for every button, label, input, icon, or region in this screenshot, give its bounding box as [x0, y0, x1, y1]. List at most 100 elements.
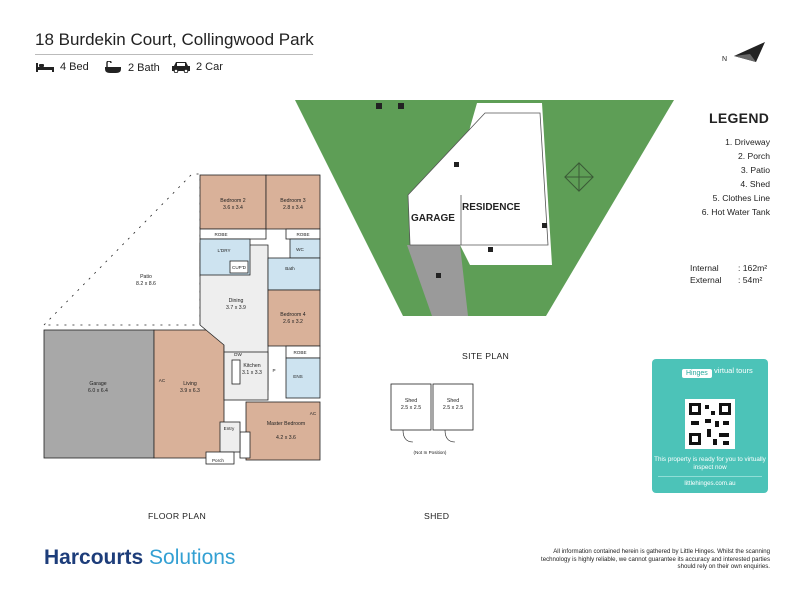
hinges-logo: Hinges: [682, 369, 712, 378]
virtual-tour-card[interactable]: Hinges virtual tours This property is re…: [652, 359, 768, 493]
site-residence-label: RESIDENCE: [462, 202, 521, 213]
legend-title: LEGEND: [709, 110, 770, 126]
room-dims: 6.0 x 6.4: [88, 388, 108, 394]
room-name: Bedroom 4: [280, 312, 305, 318]
room-name: Living: [183, 381, 197, 387]
site-markers: [376, 103, 547, 278]
qr-code-icon[interactable]: [685, 399, 735, 449]
feature-label: 2 Car: [196, 61, 223, 73]
agency-logo: Harcourts Solutions: [44, 546, 235, 570]
room-name: Master Bedroom: [267, 421, 305, 427]
external-value: : 54m²: [738, 275, 763, 285]
legend-item: 5. Clothes Line: [712, 193, 770, 203]
agency-name: Harcourts: [44, 546, 144, 569]
master-bedroom: [245, 401, 321, 461]
shed-note: (Not In Position): [414, 450, 447, 455]
bath-label: Bath: [285, 266, 295, 271]
title-divider: [35, 54, 313, 55]
shed-unit: [432, 383, 474, 431]
cupboard: [229, 260, 249, 274]
agency-division: Solutions: [149, 546, 236, 569]
compass-north-label: N: [722, 56, 727, 63]
robe-bedroom-2: [199, 228, 267, 240]
shed-plan: Shed 2.5 x 2.5 Shed 2.5 x 2.5 (Not In Po…: [390, 383, 474, 455]
room-name: Kitchen: [243, 363, 260, 369]
internal-label: Internal: [690, 263, 719, 273]
feature-bathrooms: 2 Bath: [103, 61, 160, 74]
room-dims: 3.7 x 3.9: [226, 305, 246, 311]
car-icon: [172, 62, 190, 73]
legend-item: 3. Patio: [740, 165, 770, 175]
floor-plan: Bedroom 2 3.6 x 3.4 Bedroom 3 2.8 x 3.4 …: [43, 173, 321, 465]
house-footprint: [407, 112, 549, 246]
clothes-line-icon: [564, 162, 594, 192]
robe-label: ROBE: [293, 350, 306, 355]
external-label: External: [690, 275, 722, 285]
shed-name: Shed: [405, 398, 417, 404]
room-name: Patio: [140, 274, 152, 280]
legend-list: 1. Driveway 2. Porch 3. Patio 4. Shed 5.…: [702, 135, 770, 219]
legend-item: 6. Hot Water Tank: [701, 207, 770, 217]
shed-dims: 2.5 x 2.5: [401, 405, 421, 411]
feature-label: 2 Bath: [128, 61, 160, 74]
room-name: Bedroom 2: [220, 198, 245, 204]
room-name: Bedroom 3: [280, 198, 305, 204]
site-plan-title: SITE PLAN: [462, 351, 510, 361]
ensuite-label: ENS: [293, 374, 302, 379]
kitchen: [223, 351, 269, 401]
ac-label: AC: [310, 411, 317, 416]
cupboard-label: CUP'D: [232, 265, 247, 270]
room-dims: 3.1 x 3.3: [242, 370, 262, 376]
site-plan: GARAGE RESIDENCE: [295, 100, 674, 316]
virtual-tours-title: virtual tours: [714, 366, 753, 375]
bath-icon: [105, 61, 121, 73]
shed-dims: 2.5 x 2.5: [443, 405, 463, 411]
robe-master: [239, 431, 251, 459]
entry-label: Entry: [224, 426, 235, 431]
bedroom-4: [267, 289, 321, 347]
driveway: [407, 245, 468, 316]
legend-item: 2. Porch: [737, 151, 770, 161]
porch-label: Porch: [212, 458, 224, 463]
virtual-tour-ready-text: This property is ready for you to virtua…: [654, 456, 766, 471]
room-name: Garage: [89, 381, 106, 387]
bed-icon: [36, 63, 54, 72]
laundry-label: L'DRY: [217, 248, 230, 253]
living-room: [153, 329, 225, 459]
floor-plan-title: FLOOR PLAN: [148, 511, 207, 521]
robe-label: ROBE: [296, 232, 309, 237]
room-dims: 2.8 x 3.4: [283, 205, 303, 211]
room-dims: 2.6 x 3.2: [283, 319, 303, 325]
bath-room: [267, 257, 321, 291]
room-name: Dining: [229, 298, 244, 304]
porch: [205, 451, 235, 465]
ac-label: AC: [159, 378, 166, 383]
site-garage-label: GARAGE: [411, 213, 455, 224]
virtual-tour-url[interactable]: littlehinges.com.au: [658, 476, 762, 487]
disclaimer-text: All information contained herein is gath…: [541, 548, 770, 571]
room-dims: 8.2 x 8.6: [136, 281, 156, 287]
property-address: 18 Burdekin Court, Collingwood Park: [35, 30, 314, 49]
feature-label: 4 Bed: [60, 61, 89, 73]
dishwasher-label: DW: [234, 352, 242, 357]
room-dims: 3.6 x 3.4: [223, 205, 243, 211]
area-summary: Internal : 162m² External : 54m²: [690, 262, 767, 286]
robe-label: ROBE: [214, 232, 227, 237]
shed-title: SHED: [424, 511, 450, 521]
shed-name: Shed: [447, 398, 459, 404]
room-dims: 3.9 x 6.3: [180, 388, 200, 394]
ensuite: [285, 357, 321, 399]
wc-room: [289, 238, 321, 259]
bedroom-2: [199, 174, 267, 230]
feature-parking: 2 Car: [171, 61, 223, 73]
wc-label: WC: [296, 247, 304, 252]
room-dims: 4.2 x 3.6: [276, 435, 296, 441]
legend-item: 4. Shed: [740, 179, 770, 189]
patio-area: [43, 173, 201, 326]
shed-unit: [390, 383, 432, 431]
pantry-label: P: [272, 368, 275, 373]
internal-value: : 162m²: [738, 263, 768, 273]
bedroom-3: [265, 174, 321, 230]
compass-arrow-icon: N: [722, 42, 765, 63]
feature-bedrooms: 4 Bed: [35, 61, 89, 73]
